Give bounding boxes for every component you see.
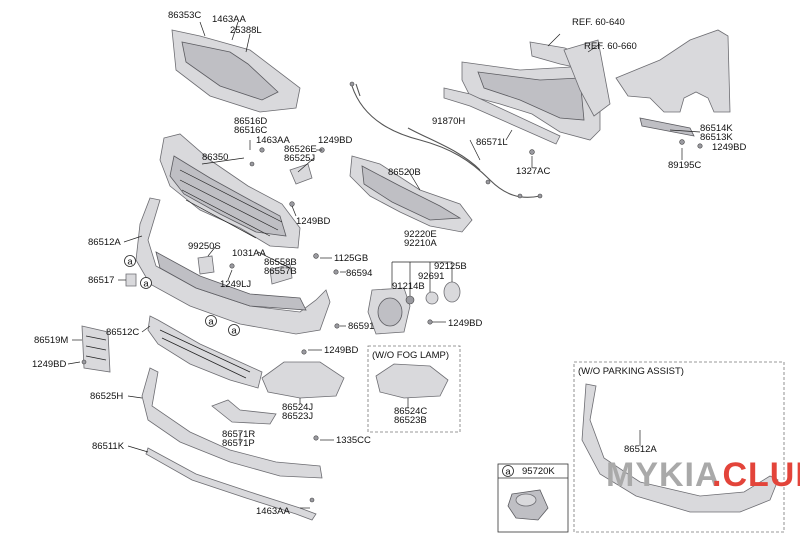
label-1249BD-a: 1249BD: [318, 135, 352, 146]
callout-a-2: a: [140, 277, 152, 290]
label-86516C: 86516C: [234, 125, 267, 136]
wo-fog-bezel: [375, 363, 449, 399]
label-1031AA: 1031AA: [232, 248, 266, 259]
radiator-grille: [159, 133, 301, 249]
label-1249BD-r: 1249BD: [712, 142, 746, 153]
watermark-text-main: MYKIA: [606, 456, 721, 494]
label-86350: 86350: [202, 152, 228, 163]
callout-a-1: a: [124, 255, 136, 268]
label-86558B: 86558B: [264, 257, 297, 268]
lower-garnish: [141, 367, 323, 479]
svg-text:a: a: [208, 317, 214, 328]
energy-absorber: [349, 155, 473, 233]
label-95720K: 95720K: [522, 466, 555, 477]
callout-a-legend: a: [502, 465, 514, 478]
label-1335CC: 1335CC: [336, 435, 371, 446]
label-86512C: 86512C: [106, 327, 139, 338]
label-wo-fog-lamp: (W/O FOG LAMP): [372, 350, 449, 361]
label-86513K: 86513K: [700, 132, 733, 143]
callout-a-4: a: [228, 324, 240, 337]
label-86520B: 86520B: [388, 167, 421, 178]
label-86571P: 86571P: [222, 438, 255, 449]
front-fender: [615, 29, 731, 137]
label-91214B: 91214B: [392, 281, 425, 292]
label-86525J: 86525J: [284, 153, 315, 164]
svg-text:a: a: [127, 257, 133, 268]
label-86517: 86517: [88, 275, 114, 286]
label-86591: 86591: [348, 321, 374, 332]
bumper-hardware: [125, 253, 340, 329]
label-86353C: 86353C: [168, 10, 201, 21]
label-86511K: 86511K: [92, 441, 125, 452]
svg-text:a: a: [143, 279, 149, 290]
license-plate-bracket: [81, 325, 111, 373]
label-1249BD-c: 1249BD: [448, 318, 482, 329]
bumper-bracket: [249, 147, 325, 207]
wo-parking-assist-box: [573, 361, 785, 533]
label-1327AC: 1327AC: [516, 166, 550, 177]
label-1463AA-mid: 1463AA: [256, 135, 290, 146]
label-92691: 92691: [418, 271, 444, 282]
label-1249BD-b: 1249BD: [296, 216, 330, 227]
label-86514K: 86514K: [700, 123, 733, 134]
wo-fog-lamp-box: [367, 345, 461, 433]
watermark-text-accent: .CLUB: [712, 456, 800, 494]
lower-lip-strip: [145, 447, 317, 521]
label-86524J: 86524J: [282, 402, 313, 413]
label-89195C: 89195C: [668, 160, 701, 171]
fog-lamp-assembly: [367, 261, 461, 335]
parking-sensor: [507, 489, 549, 521]
upper-grille-panel: [171, 21, 301, 113]
label-92220E: 92220E: [404, 229, 437, 240]
label-1249BD-d: 1249BD: [32, 359, 66, 370]
wiring-harness: [349, 81, 543, 199]
label-86524C: 86524C: [394, 406, 427, 417]
label-86512A: 86512A: [88, 237, 121, 248]
label-1125GB: 1125GB: [334, 253, 368, 264]
label-1463AA-bot: 1463AA: [256, 506, 290, 517]
fog-lamp-bezel: [211, 349, 345, 425]
label-25388L: 25388L: [230, 25, 262, 36]
label-86523B: 86523B: [394, 415, 427, 426]
label-86523J: 86523J: [282, 411, 313, 422]
label-86571L: 86571L: [476, 137, 508, 148]
label-1249LJ: 1249LJ: [220, 279, 251, 290]
lower-grille: [147, 315, 263, 389]
label-86571R: 86571R: [222, 429, 255, 440]
label-92125B: 92125B: [434, 261, 467, 272]
label-wo-parking-assist: (W/O PARKING ASSIST): [578, 366, 684, 377]
label-86557B: 86557B: [264, 266, 297, 277]
label-86526E: 86526E: [284, 144, 317, 155]
watermark-logo: MYKIA .CLUB: [606, 456, 800, 494]
label-92210A: 92210A: [404, 238, 437, 249]
label-86516D: 86516D: [234, 116, 267, 127]
label-99250S: 99250S: [188, 241, 221, 252]
label-86594: 86594: [346, 268, 372, 279]
label-86512A-alt: 86512A: [624, 444, 657, 455]
label-ref-60-640: REF. 60-640: [572, 17, 625, 28]
svg-text:a: a: [505, 467, 511, 478]
front-carrier: [443, 33, 611, 145]
label-86525H: 86525H: [90, 391, 123, 402]
leader-lines: [67, 129, 701, 509]
svg-text:a: a: [231, 326, 237, 337]
label-1463AA-top: 1463AA: [212, 14, 246, 25]
label-86519M: 86519M: [34, 335, 68, 346]
label-1249BD-e: 1249BD: [324, 345, 358, 356]
label-91870H: 91870H: [432, 116, 465, 127]
wo-parking-bumper: [581, 383, 779, 513]
label-ref-60-660: REF. 60-660: [584, 41, 637, 52]
callout-a-3: a: [205, 315, 217, 328]
